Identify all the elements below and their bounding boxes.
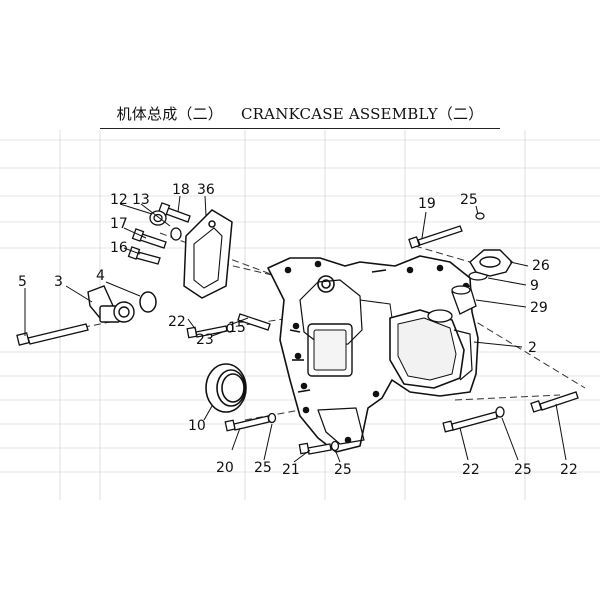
callout-19: 19 (418, 196, 436, 212)
callout-18: 18 (172, 182, 190, 198)
callout-10: 10 (188, 418, 206, 434)
callout-17: 17 (110, 216, 128, 232)
small-bolts-group (127, 202, 191, 265)
callout-5: 5 (18, 274, 27, 290)
callout-labels: 12 13 18 36 17 16 5 3 4 22 23 15 10 20 2… (18, 182, 578, 478)
bottom-bolts (224, 412, 340, 455)
title-english: CRANKCASE ASSEMBLY（二） (241, 105, 484, 123)
leader-lines (24, 195, 567, 463)
title-chinese: 机体总成（二） (116, 105, 223, 123)
callout-13: 13 (132, 192, 150, 208)
callout-12: 12 (110, 192, 128, 208)
small-washer-top (475, 212, 485, 220)
oil-seal-part-10 (205, 363, 247, 413)
callout-36: 36 (197, 182, 215, 198)
callout-15: 15 (228, 320, 246, 336)
right-bolts (408, 225, 579, 433)
callout-4: 4 (96, 268, 105, 284)
oil-filler-neck (427, 285, 477, 323)
fitting-part-3 (87, 285, 135, 323)
callout-23: 23 (196, 332, 214, 348)
callout-25-bottom-right: 25 (514, 462, 532, 478)
crankcase-cover (267, 255, 479, 453)
callout-22-bottom-right: 22 (462, 462, 480, 478)
callout-26: 26 (532, 258, 550, 274)
callout-25-top: 25 (460, 192, 478, 208)
callout-21: 21 (282, 462, 300, 478)
callout-16: 16 (110, 240, 128, 256)
o-ring-part-4 (139, 291, 157, 313)
callout-29: 29 (530, 300, 548, 316)
callout-2: 2 (528, 340, 537, 356)
callout-22-left: 22 (168, 314, 186, 330)
diagram-title: 机体总成（二） CRANKCASE ASSEMBLY（二） (0, 103, 600, 124)
callout-9: 9 (530, 278, 539, 294)
callout-25-bottom-center: 25 (334, 462, 352, 478)
long-bolt-part-5 (16, 323, 89, 346)
title-underline (100, 128, 500, 129)
oil-cap (469, 249, 513, 277)
bracket (183, 209, 233, 299)
callout-22-far-right: 22 (560, 462, 578, 478)
callout-25-bottom-left: 25 (254, 460, 272, 476)
left-bolt-cluster (186, 313, 271, 339)
callout-3: 3 (54, 274, 63, 290)
callout-20: 20 (216, 460, 234, 476)
